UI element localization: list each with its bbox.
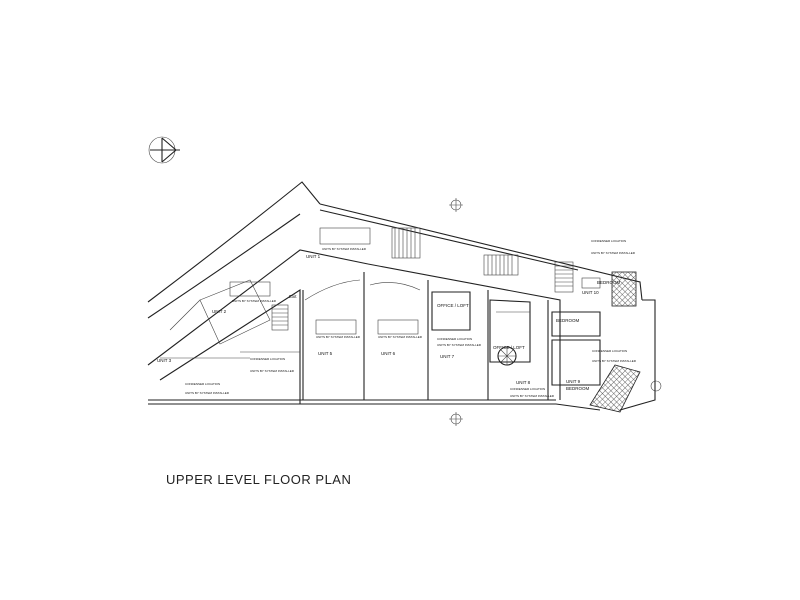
stair-icon [391,227,421,259]
unit-note: UNITS BY SYSTEM INSTALLER [315,319,361,339]
room-label-unit-3: UNIT 3 [157,358,172,363]
svg-text:UNITS BY SYSTEM INSTALLER: UNITS BY SYSTEM INSTALLER [185,391,230,395]
svg-text:CONDENSER LOCATION: CONDENSER LOCATION [437,337,472,341]
unit-note: CONDENSER LOCATION UNITS BY SYSTEM INSTAL… [437,337,482,347]
grid-marker-icon [650,380,662,392]
svg-text:UNITS BY SYSTEM INSTALLER: UNITS BY SYSTEM INSTALLER [437,343,482,347]
unit-note: UNITS BY SYSTEM INSTALLER [319,227,371,251]
spiral-stair-icon [497,346,517,366]
room-label-office-loft: OFFICE / LOFT [493,345,525,350]
exit-label: Exit [289,294,297,299]
unit-note: UNITS BY SYSTEM INSTALLER [229,281,277,303]
svg-text:CONDENSER LOCATION: CONDENSER LOCATION [185,382,220,386]
north-arrow-icon [148,136,180,164]
svg-text:UNITS BY SYSTEM INSTALLER: UNITS BY SYSTEM INSTALLER [510,394,555,398]
grid-marker-icon [449,198,463,212]
building-outline [147,181,656,411]
unit-note: CONDENSER LOCATION UNITS BY SYSTEM INSTAL… [185,382,230,395]
svg-text:UNITS BY SYSTEM INSTALLER: UNITS BY SYSTEM INSTALLER [232,299,277,303]
room-label-bedroom: BEDROOM [597,280,621,285]
svg-text:UNITS BY SYSTEM INSTALLER: UNITS BY SYSTEM INSTALLER [591,251,636,255]
room-label-bedroom: BEDROOM [566,386,590,391]
drawing-title: UPPER LEVEL FLOOR PLAN [166,472,351,487]
room-label-unit-1: UNIT 1 [306,254,321,259]
room-label-unit-9: UNIT 9 [566,379,581,384]
svg-text:CONDENSER LOCATION: CONDENSER LOCATION [592,349,627,353]
svg-text:UNITS BY SYSTEM INSTALLER: UNITS BY SYSTEM INSTALLER [378,335,423,339]
grid-marker-icon [449,412,463,426]
unit-note: CONDENSER LOCATION UNITS BY SYSTEM INSTAL… [510,387,555,398]
hatched-area [611,271,637,307]
room-label-office-loft: OFFICE / LOFT [437,303,469,308]
svg-text:UNITS BY SYSTEM INSTALLER: UNITS BY SYSTEM INSTALLER [322,247,367,251]
stair-icon [554,261,574,293]
svg-text:UNITS BY SYSTEM INSTALLER: UNITS BY SYSTEM INSTALLER [250,369,295,373]
room-label-unit-8: UNIT 8 [516,380,531,385]
svg-text:CONDENSER LOCATION: CONDENSER LOCATION [250,357,285,361]
svg-text:UNITS BY SYSTEM INSTALLER: UNITS BY SYSTEM INSTALLER [316,335,361,339]
unit-note: UNITS BY SYSTEM INSTALLER [377,319,423,339]
interior-walls [160,272,601,400]
svg-text:CONDENSER LOCATION: CONDENSER LOCATION [591,239,626,243]
stair-icon [271,304,289,331]
unit-note: CONDENSER LOCATION UNITS BY SYSTEM INSTAL… [592,349,637,363]
equipment-box [581,277,601,289]
svg-text:UNITS BY SYSTEM INSTALLER: UNITS BY SYSTEM INSTALLER [592,359,637,363]
room-label-bedroom: BEDROOM [556,318,580,323]
unit-note: CONDENSER LOCATION UNITS BY SYSTEM INSTAL… [591,239,636,255]
room-label-unit-10: UNIT 10 [582,290,599,295]
room-label-unit-6: UNIT 6 [381,351,396,356]
room-label-unit-2: UNIT 2 [212,309,227,314]
hatched-area [589,364,641,413]
svg-text:CONDENSER LOCATION: CONDENSER LOCATION [510,387,545,391]
room-label-unit-5: UNIT 5 [318,351,333,356]
unit-note: CONDENSER LOCATION UNITS BY SYSTEM INSTAL… [250,357,295,373]
stair-icon [483,254,519,276]
room-label-unit-7: UNIT 7 [440,354,455,359]
